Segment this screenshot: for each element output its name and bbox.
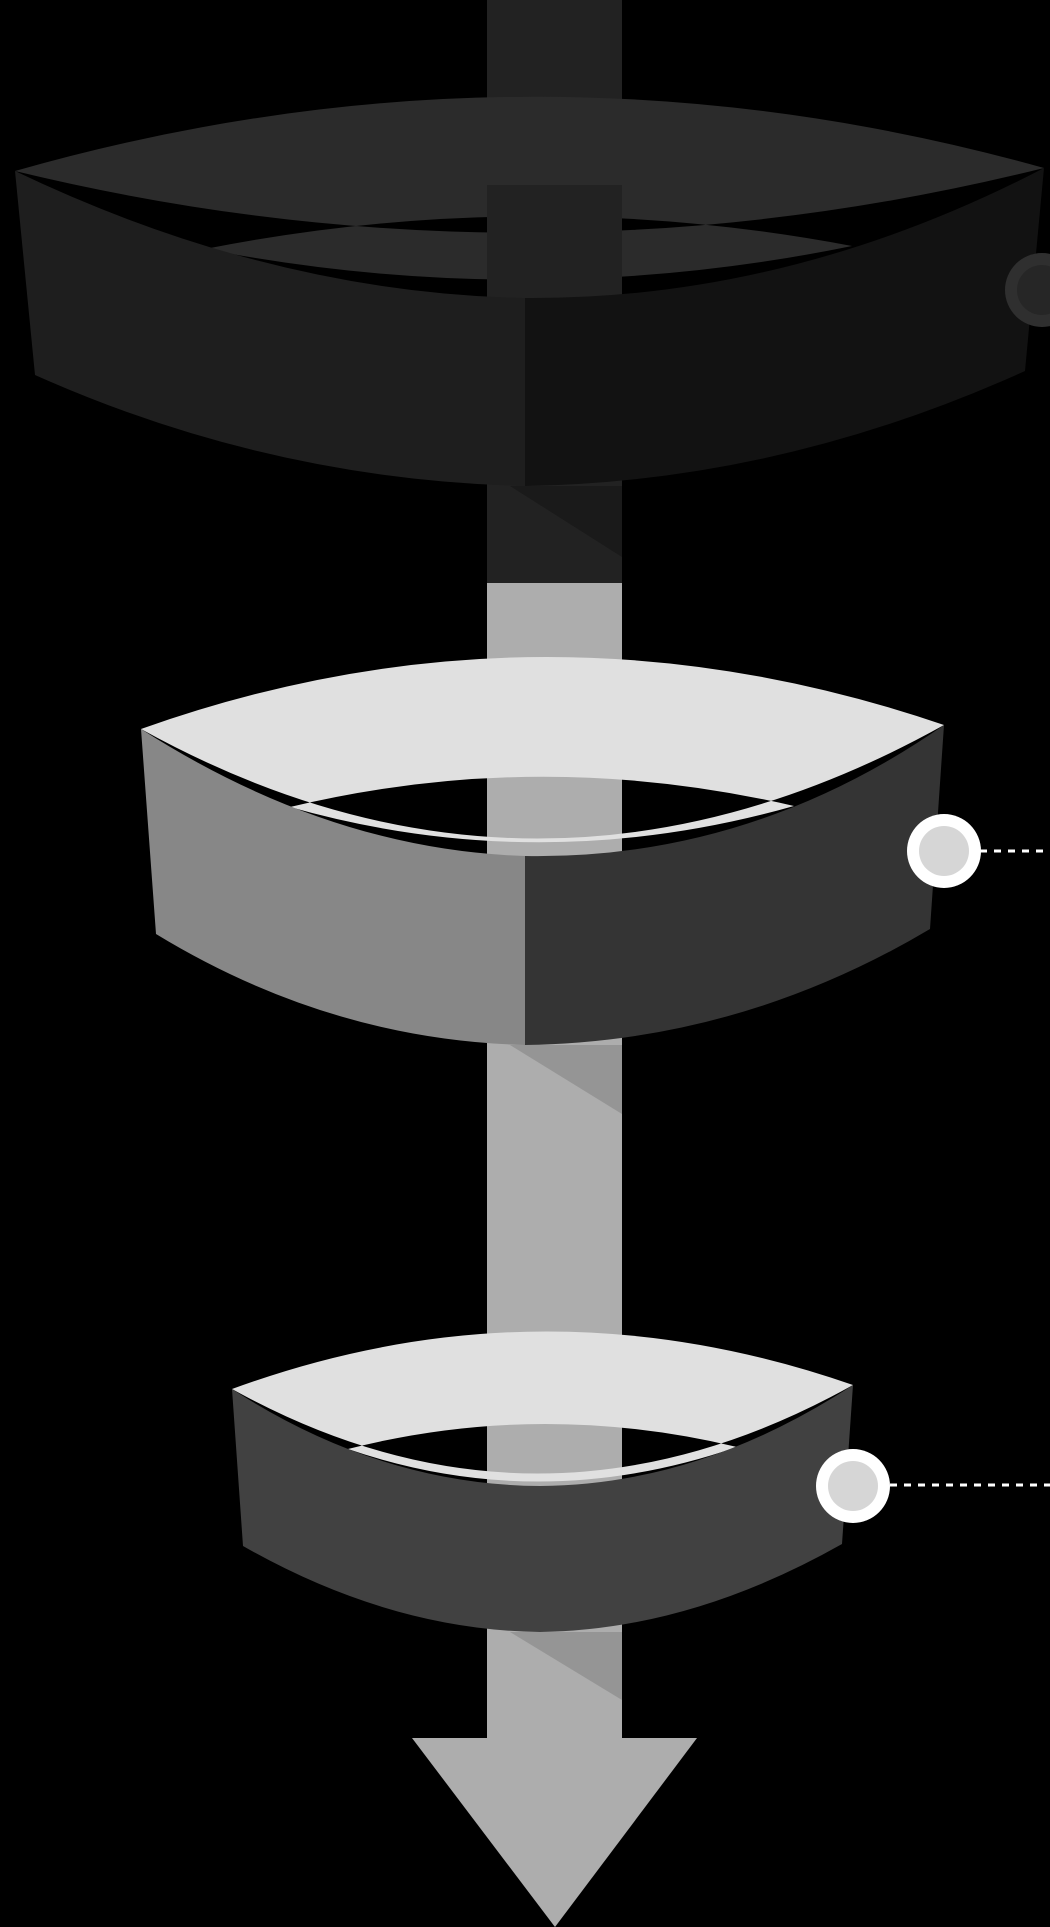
ring-1-back-shaft xyxy=(487,185,622,300)
ring-3-marker-inner xyxy=(828,1461,878,1511)
ring-2-marker-inner xyxy=(919,826,969,876)
ring-3-marker xyxy=(816,1449,890,1523)
ring-2-marker xyxy=(907,814,981,888)
